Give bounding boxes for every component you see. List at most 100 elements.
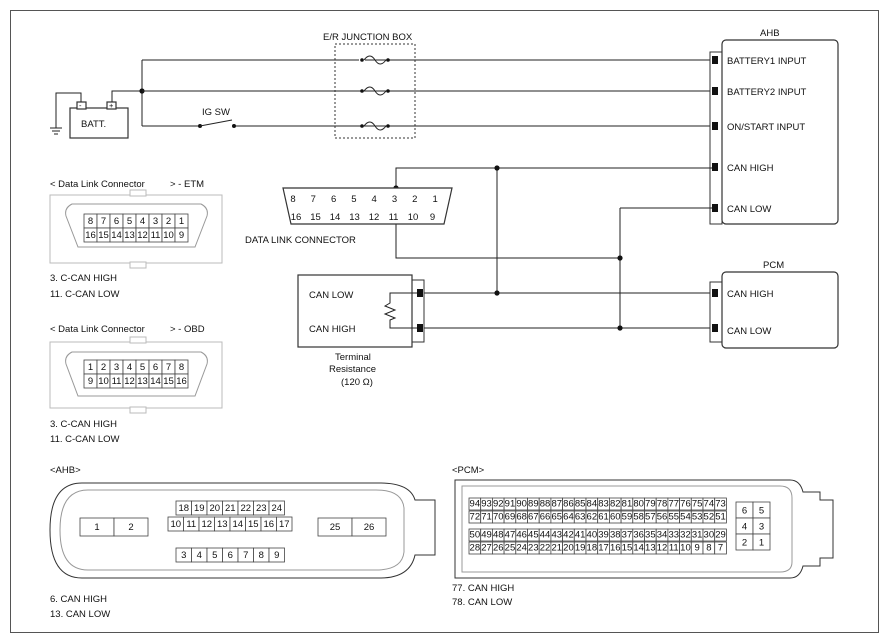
pin-number: 26 bbox=[493, 543, 504, 554]
pin-number: 8 bbox=[706, 543, 711, 554]
pin-number: 11 bbox=[389, 212, 399, 223]
resistor-icon bbox=[383, 292, 417, 329]
pin-number: 14 bbox=[111, 230, 122, 241]
pin-number: 3 bbox=[392, 194, 397, 205]
pin-number: 65 bbox=[551, 512, 562, 523]
pin-number: 17 bbox=[598, 543, 609, 554]
pin-number: 32 bbox=[680, 530, 691, 541]
pin-number: 4 bbox=[197, 550, 202, 561]
pin-cell bbox=[268, 500, 285, 516]
pin-number: 12 bbox=[657, 543, 668, 554]
pin-number: 10 bbox=[680, 543, 691, 554]
ground-icon bbox=[50, 127, 62, 135]
pin-number: 2 bbox=[128, 522, 133, 533]
battery: - + BATT. bbox=[50, 90, 142, 139]
pin-number: 13 bbox=[349, 212, 360, 223]
pin-number: 11 bbox=[669, 543, 679, 554]
pin-number: 53 bbox=[692, 512, 703, 523]
pin-number: 86 bbox=[563, 499, 574, 510]
pcm-connector-title: <PCM> bbox=[452, 465, 485, 476]
pin-number: 3 bbox=[114, 362, 119, 373]
fuse-icon bbox=[360, 121, 390, 131]
pin-number: 30 bbox=[704, 530, 715, 541]
pin-number: 76 bbox=[680, 499, 691, 510]
pin-number: 12 bbox=[137, 230, 148, 241]
pin-number: 39 bbox=[598, 530, 609, 541]
pin-number: 15 bbox=[163, 376, 174, 387]
pin-number: 18 bbox=[178, 503, 189, 514]
pcm-pin-label: CAN HIGH bbox=[727, 289, 774, 300]
pin-number: 25 bbox=[505, 543, 516, 554]
pin-number: 21 bbox=[551, 543, 562, 554]
pin-number: 16 bbox=[291, 212, 302, 223]
pin-number: 4 bbox=[372, 194, 377, 205]
pin-number: 64 bbox=[563, 512, 574, 523]
ahb-pin-label: BATTERY2 INPUT bbox=[727, 87, 807, 98]
pin-number: 11 bbox=[151, 230, 161, 241]
pcm-connector-note: 78. CAN LOW bbox=[452, 597, 512, 608]
pin-number: 87 bbox=[551, 499, 562, 510]
pin-number: 20 bbox=[209, 503, 220, 514]
pin-number: 1 bbox=[759, 538, 764, 549]
pin-cell bbox=[268, 547, 285, 563]
pin-number: 90 bbox=[516, 499, 527, 510]
pin-number: 18 bbox=[587, 543, 598, 554]
pin-number: 23 bbox=[528, 543, 539, 554]
pin-number: 68 bbox=[516, 512, 527, 523]
pin-number: 44 bbox=[540, 530, 551, 541]
pin-cell bbox=[714, 497, 727, 511]
pin-number: 16 bbox=[85, 230, 96, 241]
pin-number: 82 bbox=[610, 499, 621, 510]
pin-number: 5 bbox=[140, 362, 145, 373]
pin-number: 83 bbox=[598, 499, 609, 510]
pin-number: 2 bbox=[166, 216, 171, 227]
pin-number: 15 bbox=[98, 230, 109, 241]
pin-number: 67 bbox=[528, 512, 539, 523]
terminal-caption: Terminal bbox=[335, 352, 371, 363]
pin-number: 12 bbox=[201, 519, 212, 530]
pin-cell bbox=[113, 517, 149, 537]
pin-number: 34 bbox=[657, 530, 668, 541]
pin-number: 5 bbox=[759, 506, 764, 517]
pin-number: 92 bbox=[493, 499, 504, 510]
pin-number: 19 bbox=[575, 543, 586, 554]
pin-number: 60 bbox=[610, 512, 621, 523]
pin-number: 10 bbox=[408, 212, 419, 223]
pin-number: 9 bbox=[274, 550, 279, 561]
pin-number: 8 bbox=[88, 216, 93, 227]
pin-number: 43 bbox=[551, 530, 562, 541]
pin-cell bbox=[174, 373, 189, 389]
pin-number: 13 bbox=[217, 519, 228, 530]
pin-number: 50 bbox=[470, 530, 481, 541]
diagram-frame bbox=[10, 10, 879, 633]
pin-cell bbox=[351, 517, 387, 537]
pin-number: 6 bbox=[153, 362, 158, 373]
pin-number: 62 bbox=[587, 512, 598, 523]
pin-number: 5 bbox=[127, 216, 132, 227]
pin-number: 10 bbox=[170, 519, 181, 530]
fuse-icon bbox=[360, 86, 390, 96]
pin-number: 75 bbox=[692, 499, 703, 510]
pin-number: 41 bbox=[575, 530, 586, 541]
ahb-pin-label: ON/START INPUT bbox=[727, 122, 805, 133]
pin-number: 78 bbox=[657, 499, 668, 510]
pin-number: 10 bbox=[163, 230, 174, 241]
pin-number: 16 bbox=[176, 376, 187, 387]
pin-number: 11 bbox=[186, 519, 196, 530]
pin-number: 17 bbox=[279, 519, 290, 530]
pin-number: 24 bbox=[271, 503, 282, 514]
pin-number: 56 bbox=[657, 512, 668, 523]
pin-number: 3 bbox=[153, 216, 158, 227]
pin-number: 1 bbox=[179, 216, 184, 227]
ahb-connector-title: <AHB> bbox=[50, 465, 81, 476]
pin-number: 6 bbox=[228, 550, 233, 561]
pin-number: 24 bbox=[516, 543, 527, 554]
pin-number: 45 bbox=[528, 530, 539, 541]
etm-note: 3. C-CAN HIGH bbox=[50, 273, 117, 284]
terminal-resistance: CAN LOW CAN HIGH Terminal Resistance (12… bbox=[297, 274, 425, 388]
pin-number: 33 bbox=[668, 530, 679, 541]
